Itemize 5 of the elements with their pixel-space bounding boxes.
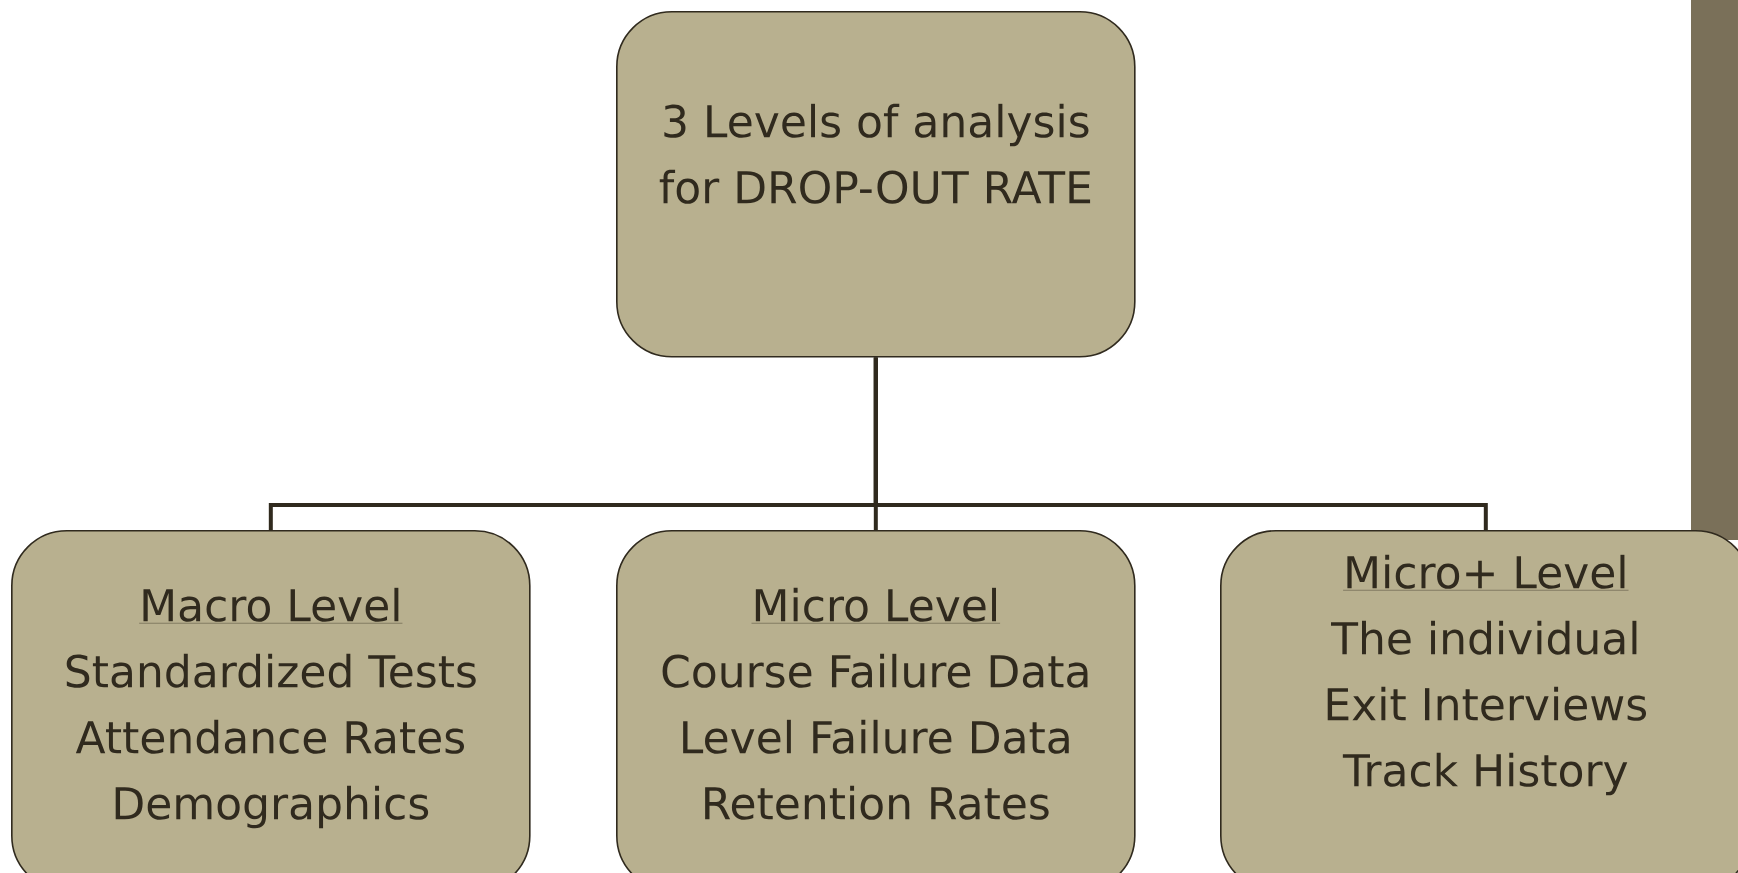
level-box: Macro Level Standardized Tests Attendance Rates Demographics	[11, 530, 531, 873]
level-box: Micro+ Level The individual Exit Interviews Track History	[1220, 530, 1738, 873]
level-box: Micro Level Course Failure Data Level Failure Data Retention Rates	[616, 530, 1136, 873]
connector-line	[873, 357, 1488, 530]
title-box: 3 Levels of analysis for DROP-OUT RATE	[616, 11, 1136, 358]
